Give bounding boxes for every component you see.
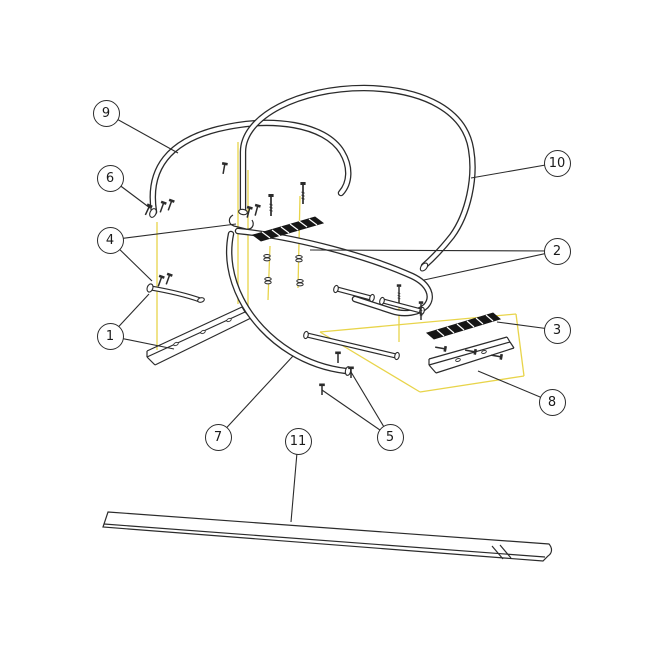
callout-1: 1 — [96, 322, 124, 350]
right-handrail-hoop — [238, 84, 476, 272]
part-number-4: 4 — [105, 232, 115, 248]
part-number-8: 8 — [547, 394, 557, 410]
callout-5: 5 — [376, 423, 404, 451]
part-number-6: 6 — [105, 170, 115, 186]
callout-8: 8 — [538, 388, 566, 416]
callout-2: 2 — [543, 237, 571, 265]
callout-9: 9 — [92, 99, 120, 127]
tread-pad-top — [251, 216, 325, 242]
part-number-9: 9 — [101, 105, 111, 121]
mounting-clamps — [146, 214, 254, 303]
diving-board — [102, 511, 553, 562]
part-number-11: 11 — [289, 433, 307, 449]
part-number-2: 2 — [552, 243, 562, 259]
part-number-3: 3 — [552, 322, 562, 338]
left-mount-rail — [146, 306, 252, 366]
callout-4: 4 — [96, 226, 124, 254]
frame-assembly — [225, 227, 433, 376]
part-number-1: 1 — [105, 328, 115, 344]
callout-6: 6 — [96, 164, 124, 192]
right-mount-rail — [428, 336, 515, 374]
callout-11: 11 — [284, 427, 312, 455]
part-number-5: 5 — [385, 429, 395, 445]
tread-pad-right — [425, 312, 502, 340]
part-number-10: 10 — [548, 155, 566, 171]
callout-10: 10 — [543, 149, 571, 177]
callout-3: 3 — [543, 316, 571, 344]
part-number-7: 7 — [213, 429, 223, 445]
callout-7: 7 — [204, 423, 232, 451]
left-handrail-hoop — [149, 119, 352, 218]
